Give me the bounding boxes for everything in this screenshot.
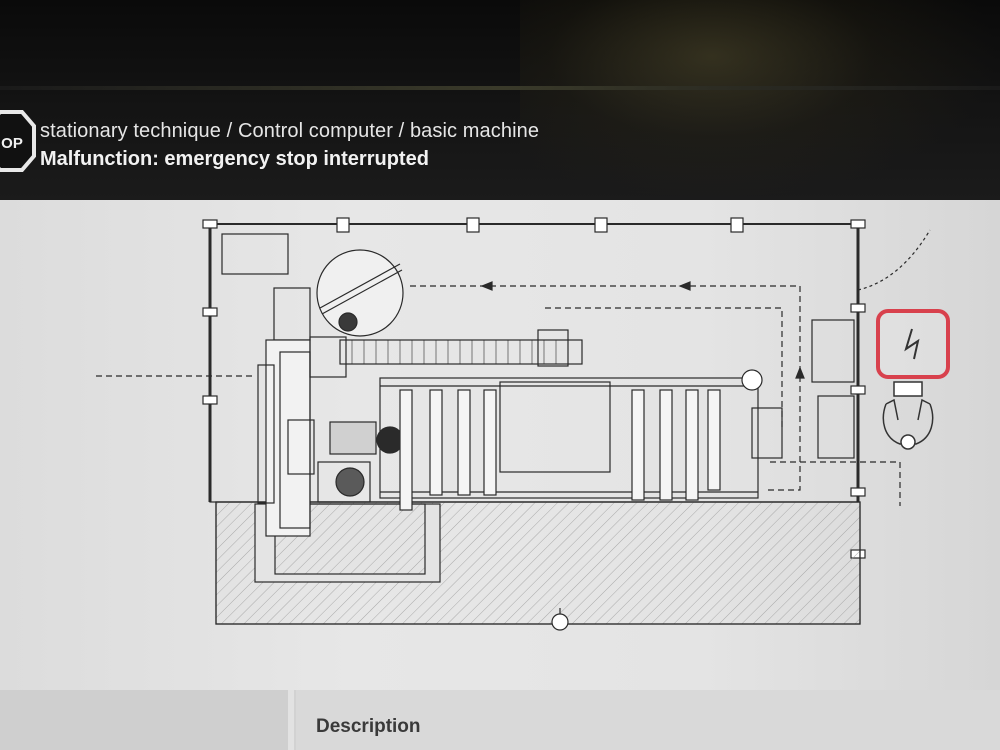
header-area — [0, 0, 1000, 200]
side-panel — [811, 319, 855, 383]
operator-station-icon — [878, 380, 938, 457]
malfunction-title: Malfunction: emergency stop interrupted — [40, 148, 429, 170]
conveyor — [339, 339, 583, 365]
description-label: Description — [316, 716, 421, 737]
lightning-icon — [904, 328, 920, 360]
stop-icon: OP — [0, 110, 36, 172]
bottom-panel: Description — [0, 690, 1000, 750]
breadcrumb: stationary technique / Control computer … — [40, 120, 540, 142]
machine-bed — [379, 377, 759, 499]
bezel-line — [0, 86, 1000, 90]
machine-diagram-panel — [0, 200, 1000, 690]
control-cabinet — [221, 233, 289, 275]
fault-marker[interactable] — [876, 309, 950, 379]
bottom-tab-left[interactable] — [0, 690, 294, 750]
machine-layout-diagram — [96, 217, 931, 631]
stop-icon-text: OP — [1, 135, 23, 152]
screen-glare — [520, 0, 1000, 200]
description-tab[interactable]: Description — [296, 690, 1000, 750]
